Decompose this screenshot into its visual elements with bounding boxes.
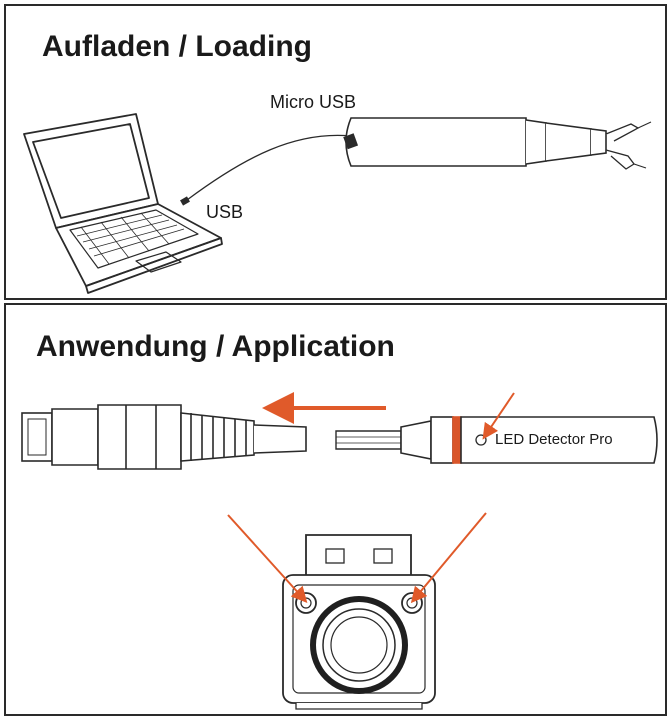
left-hole-arrow <box>227 514 308 603</box>
led-detector-pen-icon <box>343 117 652 170</box>
loading-panel: Aufladen / Loading <box>4 4 667 300</box>
application-title: Anwendung / Application <box>36 330 395 363</box>
usb-cable <box>186 134 352 201</box>
led-indicator-arrow <box>482 392 515 440</box>
probe-tip-icon <box>335 430 402 450</box>
ethernet-connector-icon <box>21 404 307 470</box>
socket-front-icon <box>282 534 436 710</box>
application-panel: Anwendung / Application <box>4 303 667 716</box>
usb-label: USB <box>206 202 244 222</box>
application-illustration <box>21 392 658 710</box>
led-detector-label: LED Detector Pro <box>495 431 613 448</box>
loading-title: Aufladen / Loading <box>42 30 312 63</box>
micro-usb-label: Micro USB <box>270 92 357 112</box>
loading-illustration <box>23 113 652 294</box>
usb-plug-icon <box>180 196 190 206</box>
led-detector-pen-side-icon <box>400 416 658 464</box>
right-hole-arrow <box>410 512 487 604</box>
laptop-icon <box>23 113 223 294</box>
